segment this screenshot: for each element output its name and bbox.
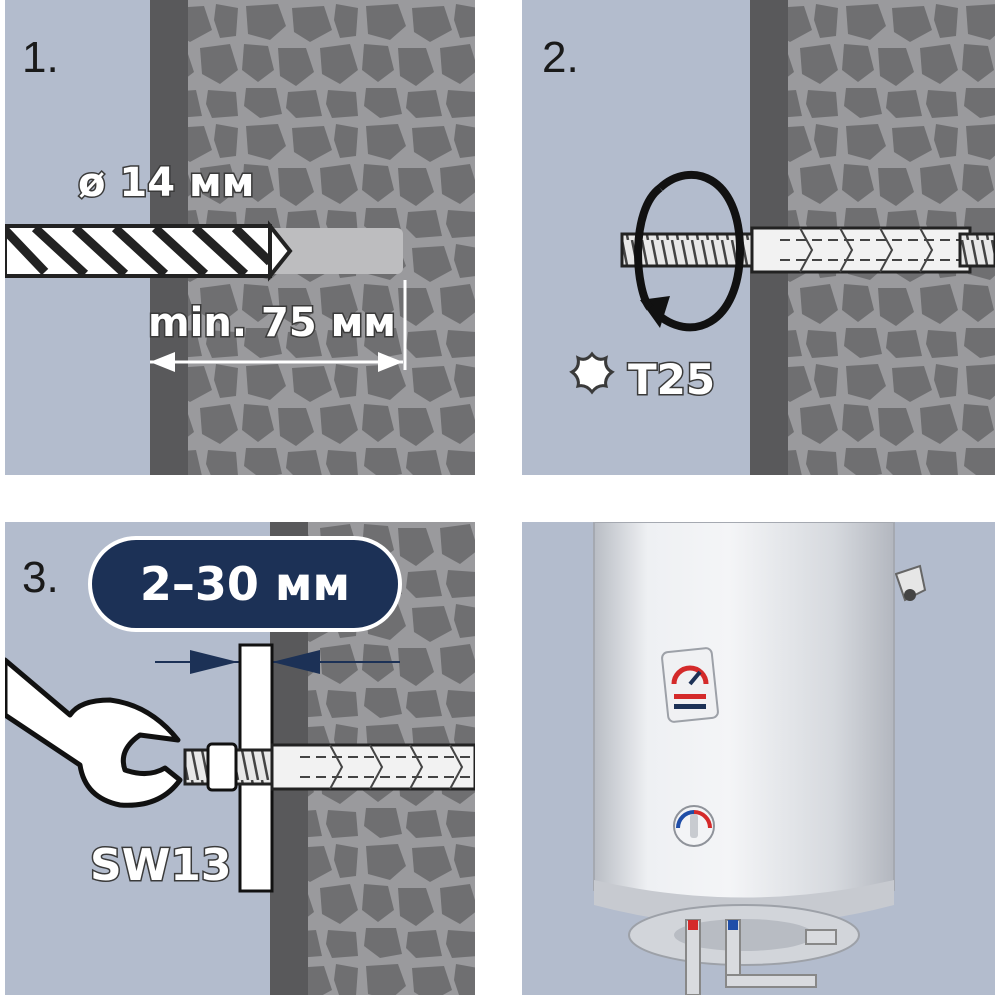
panel-3-tighten: 2–30 мм 3. SW13 (5, 522, 475, 995)
panel-2-screw: 2. T25 (522, 0, 995, 475)
temperature-indicator-icon (661, 647, 719, 723)
step-number: 1. (22, 33, 59, 82)
torx-star-icon (569, 351, 615, 395)
thickness-pill (88, 536, 402, 632)
step-number: 2. (542, 33, 579, 82)
step-number: 3. (22, 553, 59, 602)
wall-plug (270, 743, 475, 791)
torx-bit-label: T25 (628, 355, 715, 404)
rotation-arrow-icon (634, 170, 745, 332)
water-heater-icon (593, 522, 895, 966)
water-pipes (685, 919, 837, 995)
wrench-icon (5, 657, 183, 808)
thermostat-knob-icon (673, 805, 715, 847)
arrow-right (190, 650, 238, 674)
wall-bracket (894, 564, 927, 602)
wrench-size-label: SW13 (90, 840, 231, 891)
thickness-label: 2–30 мм (140, 557, 350, 611)
panel-1-drill: 1. ø 14 мм min. 75 мм (5, 0, 475, 475)
drill-bit-icon (5, 220, 293, 282)
diameter-label: ø 14 мм (78, 160, 254, 206)
nut (206, 742, 238, 792)
panel-4-water-heater (522, 522, 995, 995)
depth-label: min. 75 мм (148, 300, 396, 346)
wall-plug (750, 226, 995, 274)
threaded-bolt (620, 232, 754, 268)
arrow-left (272, 650, 320, 674)
